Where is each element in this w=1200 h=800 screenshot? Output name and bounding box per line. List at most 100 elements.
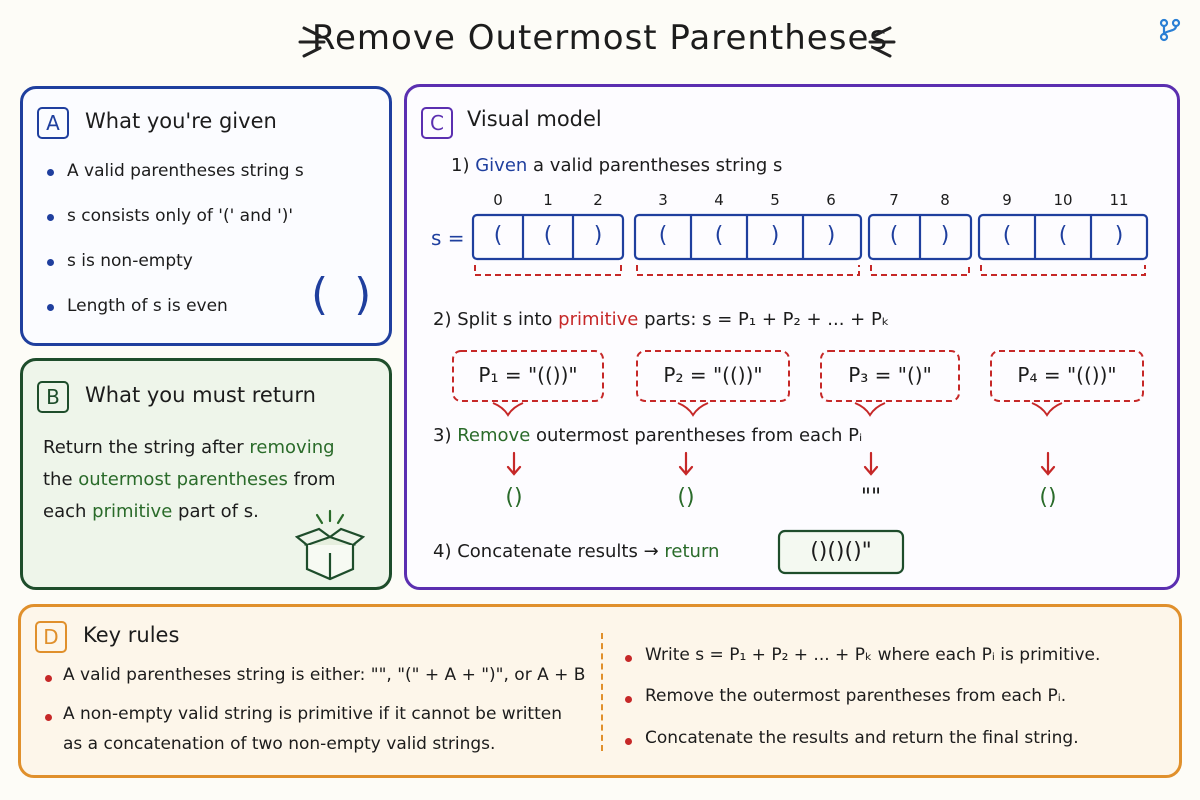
cell-index: 8 (940, 191, 950, 209)
step-3: 3) Remove outermost parentheses from eac… (433, 425, 862, 446)
final-result: ()()()" (810, 539, 872, 564)
step-4: 4) Concatenate results → return (433, 541, 719, 562)
given-item-3: s is non-empty (67, 251, 193, 271)
title-left-strokes-icon (298, 26, 326, 58)
panel-return: B What you must return Return the string… (20, 358, 392, 590)
rule-left-1: A valid parentheses string is either: ""… (63, 665, 586, 685)
step-3-text: outermost parentheses from each Pᵢ (536, 425, 863, 446)
s-label: s = (431, 226, 465, 250)
step-num: 2) (433, 309, 452, 330)
return-line-3: each primitive part of s. (43, 501, 259, 522)
given-item-1: A valid parentheses string s (67, 161, 304, 181)
step-4-hl: return (664, 541, 720, 562)
panel-visual-model: C Visual model 1) Given a valid parenthe… (404, 84, 1180, 590)
page-title: Remove Outermost Parentheses (311, 18, 889, 58)
panel-b-tag: B (37, 381, 69, 413)
cell-char: ( (543, 223, 553, 248)
bullet-dot (47, 214, 54, 221)
cell-char: ( (493, 223, 503, 248)
step-num: 3) (433, 425, 452, 446)
result-part: "" (860, 485, 882, 510)
bullet-dot (47, 259, 54, 266)
cell-index: 3 (658, 191, 668, 209)
cell-index: 0 (493, 191, 503, 209)
primitive-part: P₄ = "(())" (1017, 363, 1117, 387)
cell-index: 2 (593, 191, 603, 209)
panel-a-tag: A (37, 107, 69, 139)
rule-right-2: Remove the outermost parentheses from ea… (645, 686, 1067, 706)
return-hl: outermost parentheses (78, 469, 288, 490)
down-arrow-icon (506, 451, 1056, 476)
return-text: Return the string after (43, 437, 250, 458)
step-2: 2) Split s into primitive parts: s = P₁ … (433, 309, 889, 330)
result-part: () (677, 485, 695, 510)
string-cells (452, 213, 1149, 575)
primitive-part: P₁ = "(())" (478, 363, 578, 387)
return-text: from (287, 469, 336, 490)
panel-c-title: Visual model (467, 107, 602, 131)
return-line-1: Return the string after removing (43, 437, 335, 458)
panel-key-rules: D Key rules A valid parentheses string i… (18, 604, 1182, 778)
step-2-text: parts: (644, 309, 697, 330)
rule-left-3: as a concatenation of two non-empty vali… (63, 734, 496, 754)
primitive-part: P₂ = "(())" (663, 363, 763, 387)
cell-char: ( (1002, 223, 1012, 248)
cell-char: ( (714, 223, 724, 248)
rules-divider (601, 633, 603, 751)
panel-d-tag: D (35, 621, 67, 653)
cell-index: 6 (826, 191, 836, 209)
panel-c-tag: C (421, 107, 453, 139)
step-2-hl: primitive (558, 309, 639, 330)
open-box-icon (295, 509, 365, 581)
panel-a-title: What you're given (85, 109, 277, 133)
step-1-hl: Given (475, 155, 528, 176)
cell-char: ( (889, 223, 899, 248)
result-part: () (505, 485, 523, 510)
cell-index: 5 (770, 191, 780, 209)
result-part: () (1039, 485, 1057, 510)
bullet-dot (45, 714, 52, 721)
git-branch-icon[interactable] (1156, 16, 1184, 44)
cell-index: 1 (543, 191, 553, 209)
rule-right-1: Write s = P₁ + P₂ + ... + Pₖ where each … (645, 645, 1101, 665)
step-num: 1) (451, 155, 470, 176)
cell-index: 9 (1002, 191, 1012, 209)
return-line-2: the outermost parentheses from (43, 469, 336, 490)
cell-char: ) (770, 223, 780, 248)
bullet-dot (47, 169, 54, 176)
cell-index: 11 (1109, 191, 1129, 209)
step-2-eq: s = P₁ + P₂ + ... + Pₖ (702, 309, 890, 330)
panel-given: A What you're given A valid parentheses … (20, 86, 392, 346)
step-4-text: Concatenate results → (457, 541, 659, 562)
given-item-4: Length of s is even (67, 296, 228, 316)
primitive-part: P₃ = "()" (848, 363, 932, 387)
cell-char: ( (1058, 223, 1068, 248)
bullet-dot (45, 675, 52, 682)
bullet-dot (47, 304, 54, 311)
step-1: 1) Given a valid parentheses string s (451, 155, 782, 176)
bullet-dot (625, 655, 632, 662)
cell-char: ) (593, 223, 603, 248)
cell-index: 4 (714, 191, 724, 209)
return-text: each (43, 501, 93, 522)
cell-char: ) (826, 223, 836, 248)
given-item-2: s consists only of '(' and ')' (67, 206, 294, 226)
rule-left-2: A non-empty valid string is primitive if… (63, 704, 562, 724)
step-3-hl: Remove (457, 425, 531, 446)
cell-index: 7 (889, 191, 899, 209)
step-1-text: a valid parentheses string s (533, 155, 783, 176)
panel-d-title: Key rules (83, 623, 180, 647)
step-2-text: Split s into (457, 309, 553, 330)
return-text: the (43, 469, 79, 490)
bullet-dot (625, 696, 632, 703)
cell-char: ( (658, 223, 668, 248)
title-right-strokes-icon (868, 26, 896, 58)
rule-right-3: Concatenate the results and return the f… (645, 728, 1079, 748)
cell-index: 10 (1053, 191, 1073, 209)
return-hl: primitive (92, 501, 173, 522)
parentheses-art: ( ) (311, 269, 378, 320)
panel-b-title: What you must return (85, 383, 316, 407)
return-text: part of s. (172, 501, 259, 522)
return-hl: removing (249, 437, 335, 458)
bullet-dot (625, 738, 632, 745)
